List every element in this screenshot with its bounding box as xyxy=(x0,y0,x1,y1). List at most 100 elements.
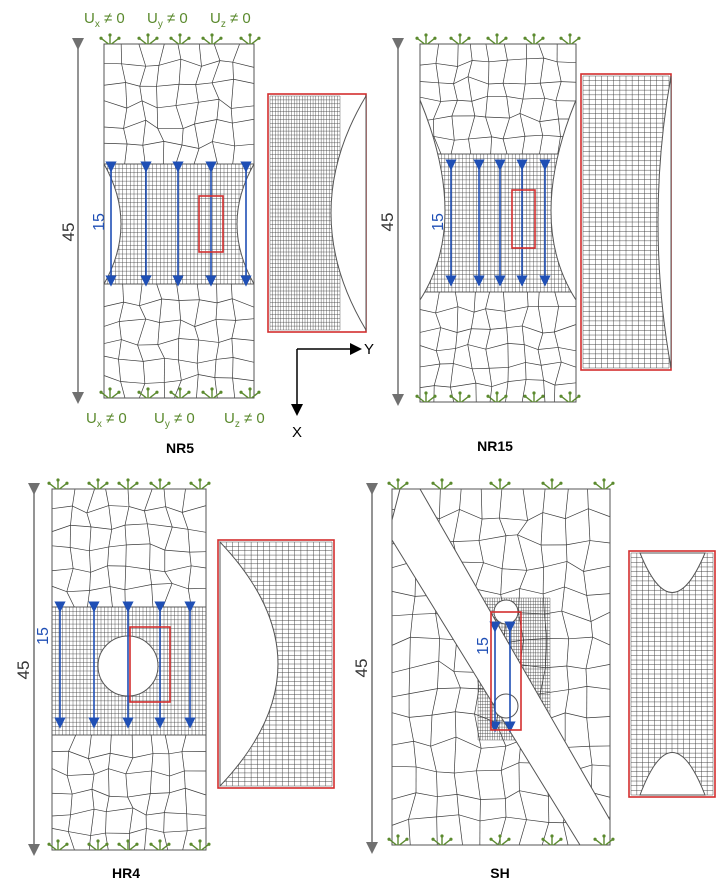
mesh-line xyxy=(504,306,529,312)
mesh-line xyxy=(165,506,173,528)
mesh-line xyxy=(72,788,93,795)
mesh-line xyxy=(408,668,411,694)
mesh-line xyxy=(90,526,112,530)
mesh-line xyxy=(66,590,90,593)
mesh-line xyxy=(89,550,91,573)
mesh-line xyxy=(66,568,74,592)
mesh-line xyxy=(419,81,439,84)
mesh-line xyxy=(142,145,146,165)
mesh-line xyxy=(139,298,162,307)
mesh-line xyxy=(149,569,165,573)
mesh-line xyxy=(194,119,217,125)
mesh-line xyxy=(149,543,165,551)
mesh-line xyxy=(105,832,109,851)
mesh-line xyxy=(181,488,186,513)
mesh-line xyxy=(68,750,89,759)
mesh-line xyxy=(450,382,476,388)
mesh-line xyxy=(164,526,173,551)
mesh-line xyxy=(187,565,192,589)
mesh-line xyxy=(467,76,473,102)
mesh-line xyxy=(476,770,481,800)
mesh-line xyxy=(489,367,509,369)
mesh-line xyxy=(453,639,458,672)
bc-top-uz: Uz ≠ 0 xyxy=(210,10,251,30)
bc-arrow-head xyxy=(146,387,150,391)
bc-arrow-head xyxy=(611,481,615,485)
mesh-line xyxy=(554,306,559,333)
mesh-line xyxy=(126,100,143,109)
mesh-line xyxy=(488,82,504,85)
bc-arrow-head xyxy=(167,481,171,485)
mesh-line xyxy=(137,318,147,346)
bc-arrow-head xyxy=(189,842,193,846)
sh-zoom-inset xyxy=(628,550,716,798)
mesh-line xyxy=(51,792,73,795)
mesh-line xyxy=(556,61,562,82)
mesh-line xyxy=(451,100,458,117)
mesh-line xyxy=(500,568,503,595)
mesh-line xyxy=(145,793,151,816)
bc-arrow-head xyxy=(489,837,493,841)
bc-arrow-head xyxy=(126,478,130,482)
mesh-line xyxy=(172,526,189,530)
mesh-line xyxy=(109,734,112,754)
mesh-line xyxy=(232,145,236,165)
mesh-line xyxy=(111,524,126,530)
mesh-line xyxy=(557,347,562,363)
mesh-line xyxy=(125,565,150,570)
sh-hole-bottom xyxy=(493,693,519,719)
panel-hr4: 45 15 HR4 xyxy=(14,478,335,881)
mesh-line xyxy=(142,361,146,384)
mesh-line xyxy=(519,790,527,820)
mesh-line xyxy=(505,381,509,403)
specimen-outline xyxy=(103,43,255,399)
mesh-line xyxy=(181,751,185,771)
mesh-line xyxy=(121,339,138,346)
mesh-line xyxy=(109,586,113,608)
bc-arrow-head xyxy=(489,481,493,485)
bc-arrow-head xyxy=(431,837,435,841)
mesh-line xyxy=(157,322,160,345)
mesh-line xyxy=(194,299,200,327)
mesh-line xyxy=(555,100,559,120)
mesh-line xyxy=(583,565,611,572)
mesh-line xyxy=(216,119,233,124)
mesh-line xyxy=(176,283,180,301)
mesh-line xyxy=(413,740,431,747)
mesh-line xyxy=(432,101,442,120)
bc-arrow-head xyxy=(108,387,112,391)
bc-arrow-head xyxy=(458,391,462,395)
sh-mesh xyxy=(391,488,611,846)
bc-arrow-head xyxy=(405,481,409,485)
mesh-line xyxy=(454,291,459,307)
mesh-line xyxy=(526,379,544,381)
mesh-line xyxy=(408,816,437,820)
bc-arrow-head xyxy=(449,837,453,841)
mesh-line xyxy=(178,299,200,301)
mesh-line xyxy=(126,543,151,546)
mesh-line xyxy=(144,510,148,524)
mesh-line xyxy=(419,345,437,352)
mesh-line xyxy=(583,571,588,596)
mesh-line xyxy=(468,136,492,140)
bc-arrow-head xyxy=(504,36,508,40)
mesh-line xyxy=(521,306,529,327)
mesh-line xyxy=(391,818,409,826)
mesh-line xyxy=(430,736,457,747)
mesh-line xyxy=(436,816,438,846)
mesh-line xyxy=(480,798,506,800)
mesh-line xyxy=(129,807,134,834)
mesh-line xyxy=(554,361,562,386)
mesh-line xyxy=(555,81,562,101)
nr5-gauge-label: 15 xyxy=(91,213,108,231)
mesh-line xyxy=(588,508,611,518)
bc-arrow-head xyxy=(169,390,173,394)
nr5-mesh xyxy=(103,43,255,399)
bc-arrow-head xyxy=(219,390,223,394)
mesh-line xyxy=(70,547,90,552)
mesh-line xyxy=(433,136,442,155)
mesh-line xyxy=(527,512,543,521)
mesh-line xyxy=(181,512,189,530)
bc-arrow-head xyxy=(56,478,60,482)
mesh-line xyxy=(119,318,146,322)
